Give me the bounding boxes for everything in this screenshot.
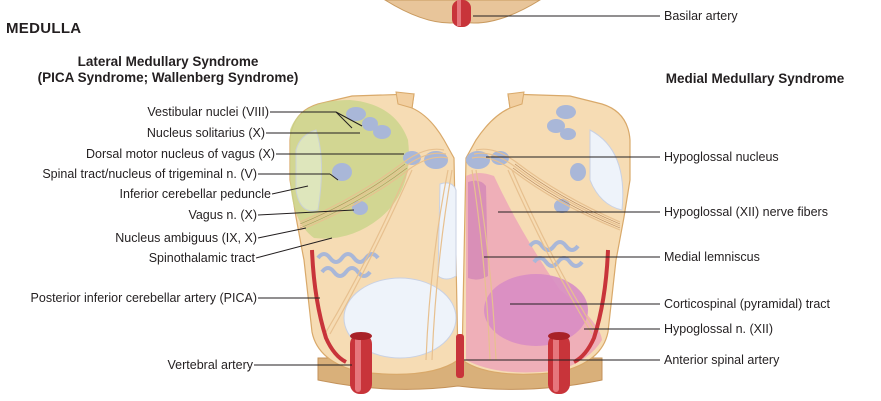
label-dorsal-motor-nucleus-vagus: Dorsal motor nucleus of vagus (X) bbox=[86, 147, 275, 161]
lateral-syndrome-title-line1: Lateral Medullary Syndrome bbox=[14, 54, 322, 70]
medulla-cross-section bbox=[290, 92, 630, 394]
label-anterior-spinal-artery: Anterior spinal artery bbox=[664, 353, 779, 367]
lateral-syndrome-title-line2: (PICA Syndrome; Wallenberg Syndrome) bbox=[14, 70, 322, 86]
basilar-artery-shape bbox=[452, 0, 471, 27]
label-vestibular-nuclei: Vestibular nuclei (VIII) bbox=[147, 105, 269, 119]
section-title: MEDULLA bbox=[6, 20, 81, 37]
label-nucleus-solitarius: Nucleus solitarius (X) bbox=[147, 126, 265, 140]
label-spinal-trigeminal: Spinal tract/nucleus of trigeminal n. (V… bbox=[42, 167, 257, 181]
label-vertebral-artery: Vertebral artery bbox=[168, 358, 253, 372]
label-spinothalamic-tract: Spinothalamic tract bbox=[149, 251, 255, 265]
label-medial-lemniscus: Medial lemniscus bbox=[664, 250, 760, 264]
label-hypoglossal-nerve-fibers: Hypoglossal (XII) nerve fibers bbox=[664, 205, 828, 219]
label-inferior-cerebellar-peduncle: Inferior cerebellar peduncle bbox=[120, 187, 271, 201]
label-nucleus-ambiguus: Nucleus ambiguus (IX, X) bbox=[115, 231, 257, 245]
medial-syndrome-title: Medial Medullary Syndrome bbox=[650, 71, 860, 87]
label-pica: Posterior inferior cerebellar artery (PI… bbox=[31, 291, 257, 305]
pyramid-right bbox=[484, 274, 588, 346]
label-hypoglossal-nucleus: Hypoglossal nucleus bbox=[664, 150, 779, 164]
label-hypoglossal-nerve: Hypoglossal n. (XII) bbox=[664, 322, 773, 336]
pons-fragment bbox=[385, 0, 540, 27]
lateral-syndrome-title: Lateral Medullary Syndrome (PICA Syndrom… bbox=[14, 54, 322, 86]
label-vagus-nerve: Vagus n. (X) bbox=[188, 208, 257, 222]
label-corticospinal-tract: Corticospinal (pyramidal) tract bbox=[664, 297, 830, 311]
anterior-spinal-artery-shape bbox=[456, 334, 464, 378]
label-basilar-artery: Basilar artery bbox=[664, 9, 738, 23]
